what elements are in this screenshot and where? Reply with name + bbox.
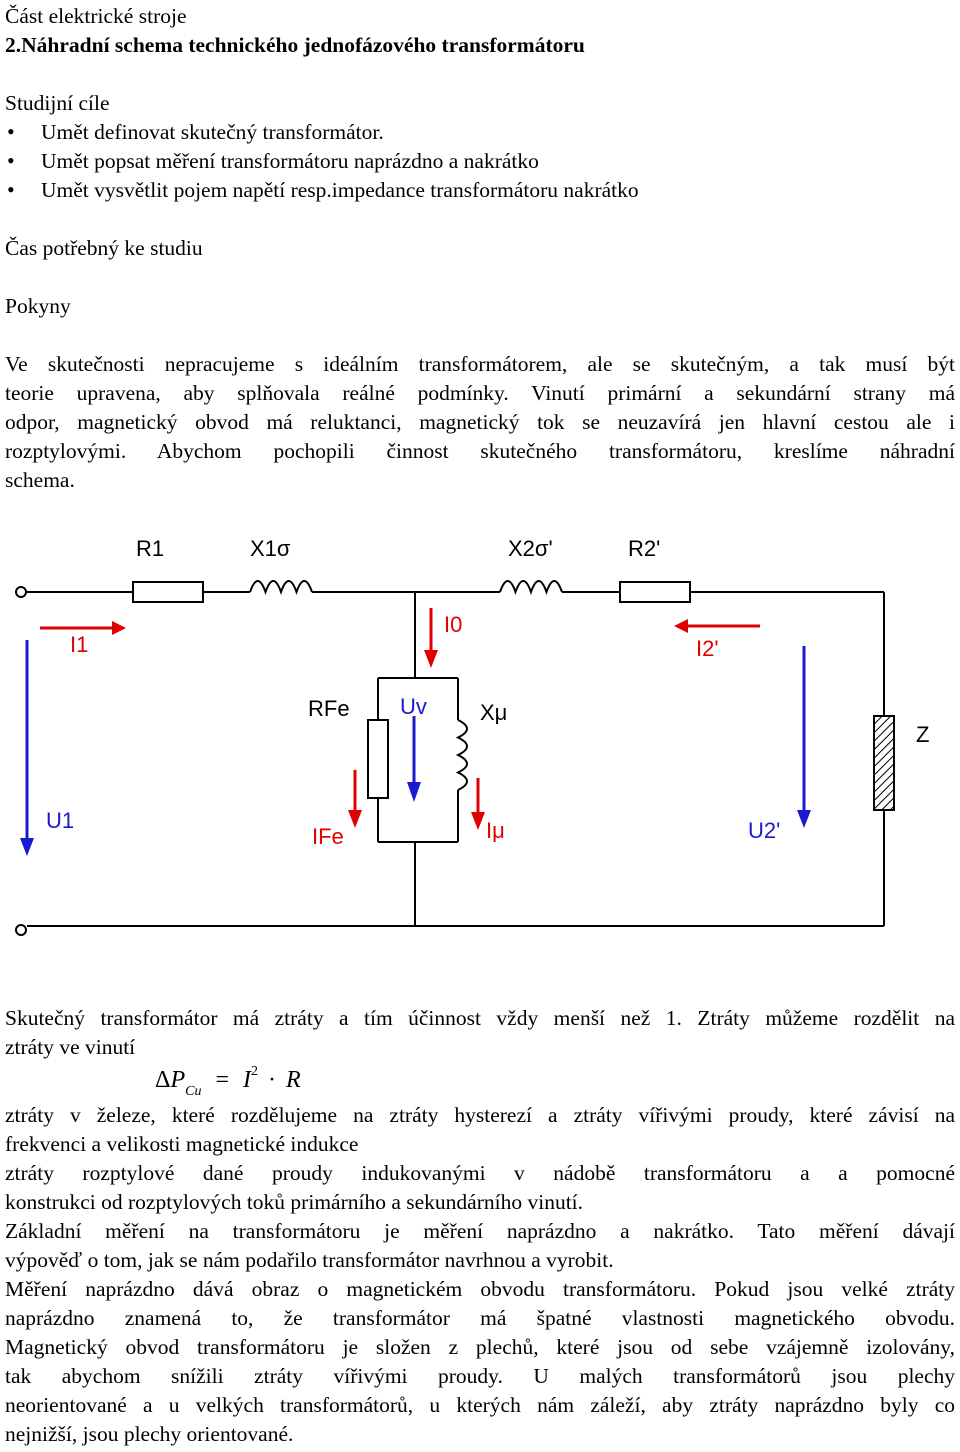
- losses-line: ztráty ve vinutí: [5, 1035, 136, 1059]
- paragraph-line: nejnižší, jsou plechy orientované.: [5, 1422, 294, 1446]
- study-time-label: Čas potřebný ke studiu: [5, 236, 203, 260]
- label-z: Z: [916, 722, 929, 747]
- paragraph-line: Magnetický obvod transformátoru je slože…: [5, 1335, 955, 1359]
- label-uv: Uv: [400, 694, 427, 719]
- label-x2s: X2σ': [508, 536, 553, 561]
- formula-eq: =: [215, 1067, 229, 1093]
- xmu-inductor-icon: [455, 719, 468, 791]
- goal-item: Umět definovat skutečný transformátor.: [5, 117, 955, 147]
- paragraph-line: neorientované a u velkých transformátorů…: [5, 1393, 955, 1417]
- intro-line: rozptylovými. Abychom pochopili činnost …: [5, 439, 955, 463]
- paragraph-no-load: Měření naprázdno dává obraz o magnetické…: [5, 1275, 955, 1333]
- i0-arrow-icon: [424, 608, 438, 668]
- formula-p: P: [170, 1067, 186, 1093]
- paragraph-line: ztráty rozptylové dané proudy indukovaný…: [5, 1161, 955, 1185]
- goals-heading: Studijní cíle: [5, 91, 110, 115]
- paragraph-line: Měření naprázdno dává obraz o magnetické…: [5, 1277, 955, 1301]
- paragraph-line: konstrukci od rozptylových toků primární…: [5, 1190, 584, 1214]
- goals-list: Umět definovat skutečný transformátor. U…: [5, 117, 955, 205]
- formula-dot: ·: [268, 1067, 276, 1093]
- r2-resistor-icon: [619, 581, 691, 603]
- goal-item: Umět vysvětlit pojem napětí resp.impedan…: [5, 175, 955, 205]
- i1-arrow-icon: [40, 621, 126, 635]
- label-i1: I1: [70, 632, 88, 657]
- terminal-icon: [15, 924, 27, 936]
- paragraph-line: tak abychom snížili ztráty vířivými prou…: [5, 1364, 955, 1388]
- paragraph-iron-losses: ztráty v železe, které rozdělujeme na zt…: [5, 1101, 955, 1159]
- label-ife: IFe: [312, 824, 344, 849]
- document-page: Část elektrické stroje 2.Náhradní schema…: [5, 2, 955, 495]
- intro-line: Ve skutečnosti nepracujeme s ideálním tr…: [5, 352, 955, 376]
- label-r1: R1: [136, 536, 164, 561]
- copper-loss-formula: ΔPCu = I2 · R: [155, 1064, 301, 1099]
- intro-line: odpor, magnetický obvod má reluktanci, m…: [5, 410, 955, 434]
- paragraph-line: frekvenci a velikosti magnetické indukce: [5, 1132, 359, 1156]
- formula-delta: Δ: [155, 1067, 171, 1093]
- course-title: Část elektrické stroje: [5, 4, 187, 28]
- equivalent-circuit-diagram: R1 X1σ X2σ' R2' I1 I0 I2' RFe Uv Xμ Z U1…: [15, 536, 929, 936]
- label-xmu: Xμ: [480, 700, 507, 725]
- ife-arrow-icon: [348, 770, 362, 828]
- chapter-title: 2.Náhradní schema technického jednofázov…: [5, 33, 585, 57]
- u2-arrow-icon: [797, 646, 811, 828]
- circuit-wires: [27, 591, 885, 927]
- goal-item: Umět popsat měření transformátoru napráz…: [5, 146, 955, 176]
- rfe-resistor-icon: [367, 719, 389, 799]
- x1-inductor-icon: [249, 580, 313, 596]
- paragraph-line: výpověď o tom, jak se nám podařilo trans…: [5, 1248, 614, 1272]
- label-i0: I0: [444, 612, 462, 637]
- instructions-label: Pokyny: [5, 294, 71, 318]
- intro-line: teorie upravena, aby splňovala reálné po…: [5, 381, 955, 405]
- label-rfe: RFe: [308, 696, 350, 721]
- formula-r: R: [286, 1067, 301, 1093]
- losses-line: Skutečný transformátor má ztráty a tím ú…: [5, 1006, 955, 1030]
- paragraph-line: ztráty v železe, které rozdělujeme na zt…: [5, 1103, 955, 1127]
- paragraph-basic-measurement: Základní měření na transformátoru je měř…: [5, 1217, 955, 1275]
- x2-inductor-icon: [499, 580, 563, 596]
- formula-sub: Cu: [185, 1084, 202, 1099]
- paragraph-line: naprázdno znamená to, že transformátor m…: [5, 1306, 955, 1330]
- label-imu: Iμ: [486, 818, 505, 843]
- formula-sup: 2: [251, 1064, 258, 1079]
- label-u2: U2': [748, 818, 780, 843]
- intro-line: schema.: [5, 468, 75, 492]
- label-x1s: X1σ: [250, 536, 291, 561]
- imu-arrow-icon: [471, 778, 485, 830]
- paragraph-line: Základní měření na transformátoru je měř…: [5, 1219, 955, 1243]
- intro-paragraph: Ve skutečnosti nepracujeme s ideálním tr…: [5, 350, 955, 495]
- i2-arrow-icon: [674, 619, 760, 633]
- label-u1: U1: [46, 808, 74, 833]
- paragraph-magnetic-circuit: Magnetický obvod transformátoru je slože…: [5, 1333, 955, 1449]
- uv-arrow-icon: [407, 716, 421, 802]
- z-load-icon: [873, 715, 895, 811]
- body-paragraphs: ztráty v železe, které rozdělujeme na zt…: [5, 1101, 955, 1449]
- r1-resistor-icon: [132, 581, 204, 603]
- losses-intro: Skutečný transformátor má ztráty a tím ú…: [5, 1004, 955, 1062]
- label-i2: I2': [696, 636, 719, 661]
- u1-arrow-icon: [20, 640, 34, 856]
- label-r2: R2': [628, 536, 660, 561]
- paragraph-stray-losses: ztráty rozptylové dané proudy indukovaný…: [5, 1159, 955, 1217]
- formula-i: I: [243, 1067, 251, 1093]
- terminal-icon: [15, 586, 27, 598]
